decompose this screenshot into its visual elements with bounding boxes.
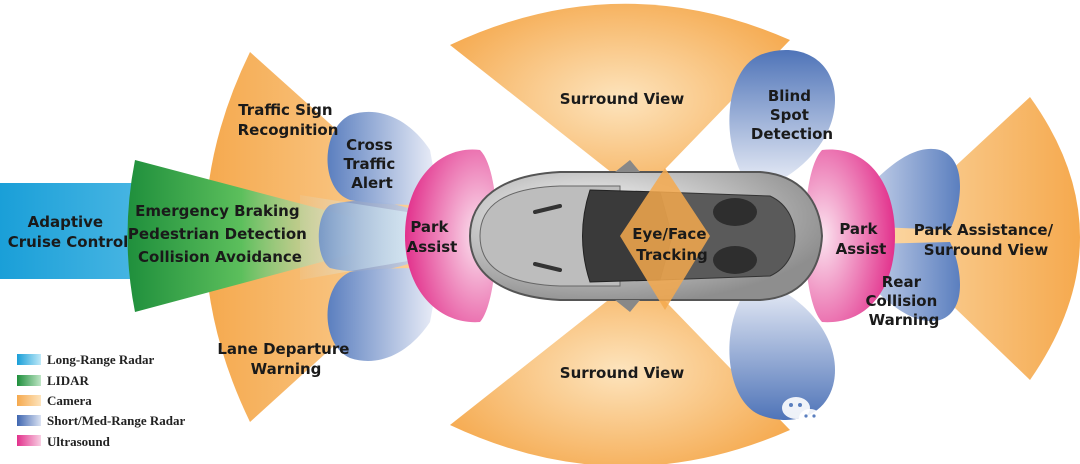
wechat-icon: [782, 397, 821, 427]
label-surround-view-bottom: Surround View: [560, 364, 685, 382]
front-ultrasound-zone: [405, 149, 497, 323]
label-park-assist-front: Park Assist: [407, 218, 458, 256]
car-mirror-top: [615, 160, 640, 172]
label-eye-face-tracking: Eye/Face Tracking: [632, 225, 711, 264]
label-blind-spot-detection: Blind Spot Detection: [751, 87, 833, 143]
legend-label-lidar: LIDAR: [47, 373, 90, 388]
eye-tracking-camera-zone: [620, 168, 710, 310]
legend-label-ultrasound: Ultrasound: [47, 434, 111, 449]
rear-ultrasound-zone: [804, 149, 895, 323]
legend-label-camera: Camera: [47, 393, 92, 408]
watermark-text: 8848汽车技术论坛: [826, 405, 1014, 430]
legend-swatch-camera: [17, 395, 41, 406]
legend-swatch-short-med-range-radar: [17, 415, 41, 426]
legend-swatch-ultrasound: [17, 435, 41, 446]
blind-spot-radar-bottom-lobe: [729, 280, 835, 420]
legend: Long-Range Radar LIDAR Camera Short/Med-…: [17, 352, 186, 449]
car-seat-left: [713, 198, 757, 226]
watermark: 8848汽车技术论坛: [782, 397, 1014, 430]
car-hood-vent-top: [533, 204, 562, 214]
label-lane-departure-warning: Lane Departure Warning: [217, 340, 354, 378]
label-surround-view-top: Surround View: [560, 90, 685, 108]
label-traffic-sign-recognition: Traffic Sign Recognition: [238, 101, 339, 139]
rear-camera-zone: [880, 97, 1080, 380]
car-hood-vent-bottom: [533, 262, 562, 272]
surround-view-bottom-zone: [450, 275, 790, 464]
legend-swatch-long-range-radar: [17, 354, 41, 365]
car-seat-right: [713, 246, 757, 274]
label-rear-collision-warning: Rear Collision Warning: [865, 273, 942, 329]
blind-spot-radar-top-lobe: [729, 50, 835, 191]
label-adaptive-cruise-control: Adaptive Cruise Control: [8, 213, 129, 251]
legend-swatch-lidar: [17, 375, 41, 386]
car-mirror-bottom: [615, 300, 640, 312]
legend-label-long-range-radar: Long-Range Radar: [47, 352, 154, 367]
legend-label-short-med-range-radar: Short/Med-Range Radar: [47, 413, 186, 428]
label-park-assistance-surround-view: Park Assistance/ Surround View: [914, 221, 1059, 259]
label-lidar-functions: Emergency Braking Pedestrian Detection C…: [128, 202, 312, 266]
label-park-assist-rear: Park Assist: [836, 220, 887, 258]
cross-traffic-radar-top-lobe: [327, 111, 440, 205]
surround-view-top-zone: [450, 3, 790, 195]
lidar-zone: [127, 160, 355, 312]
cross-traffic-radar-bottom-lobe: [327, 268, 440, 361]
label-cross-traffic-alert: Cross Traffic Alert: [344, 136, 401, 192]
